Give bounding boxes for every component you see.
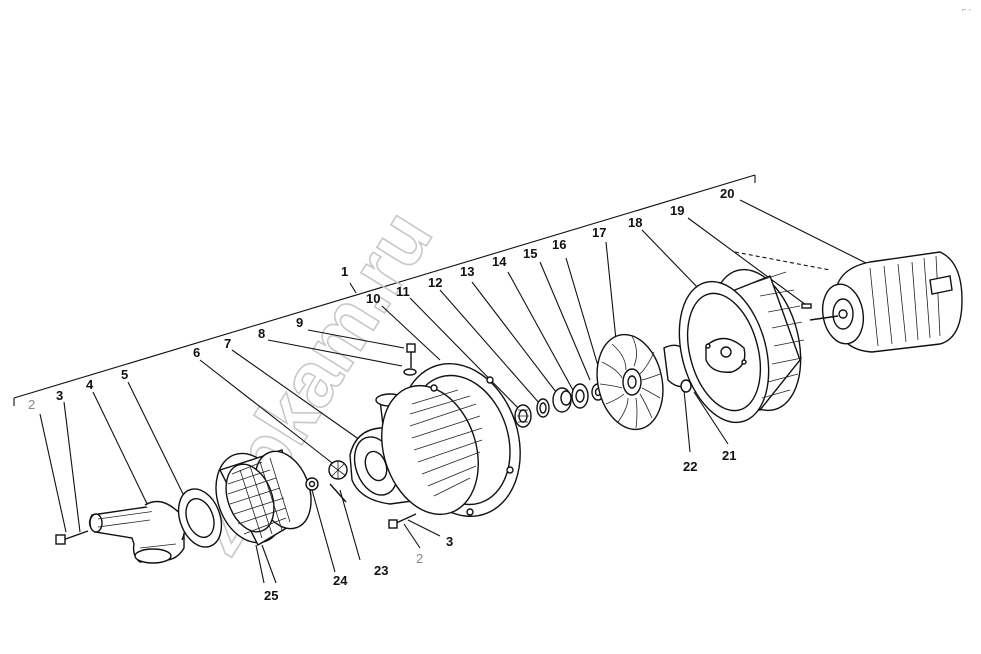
callout-24: 24 [333,573,348,588]
callout-13: 13 [460,264,474,279]
assembly-span-line [13,174,756,406]
bolt-top [403,343,417,376]
bolt-bottom [388,513,417,529]
cylindrical-screen [215,449,312,546]
shaft-key [801,303,812,309]
callout-2-left: 2 [28,397,35,412]
callout-2-right: 2 [416,551,423,566]
callout-15: 15 [523,246,537,261]
callout-21: 21 [722,448,736,463]
callout-18: 18 [628,215,642,230]
bolt-left [55,530,89,545]
callout-11: 11 [396,284,410,299]
callout-7: 7 [224,336,231,351]
callout-10: 10 [366,291,380,306]
callout-19: 19 [670,203,684,218]
electric-motor [809,251,963,353]
callout-23: 23 [374,563,388,578]
small-impeller [328,460,348,480]
pump-housing [381,362,521,518]
main-impeller [596,333,664,431]
gasket [177,488,223,548]
callout-12: 12 [428,275,442,290]
callout-3-left: 3 [56,388,63,403]
key-pin [329,483,347,503]
callout-5: 5 [121,367,128,382]
callout-17: 17 [592,225,606,240]
callout-25: 25 [264,588,278,603]
callout-3-right: 3 [446,534,453,549]
callout-22: 22 [683,459,697,474]
callout-labels: 1 2 3 4 5 6 7 8 9 10 11 12 13 14 15 16 1… [28,186,736,603]
callout-1: 1 [341,264,348,279]
callout-8: 8 [258,326,265,341]
callout-20: 20 [720,186,734,201]
callout-6: 6 [193,345,200,360]
callout-16: 16 [552,237,566,252]
inlet-elbow [88,500,186,564]
motor-flange [678,268,805,424]
corner-mark: ⌐ - [962,5,972,14]
callout-14: 14 [492,254,507,269]
callout-4: 4 [86,377,94,392]
washer-set [536,383,605,418]
callout-9: 9 [296,315,303,330]
seal-ring [514,404,532,428]
impeller-nut [305,477,319,491]
